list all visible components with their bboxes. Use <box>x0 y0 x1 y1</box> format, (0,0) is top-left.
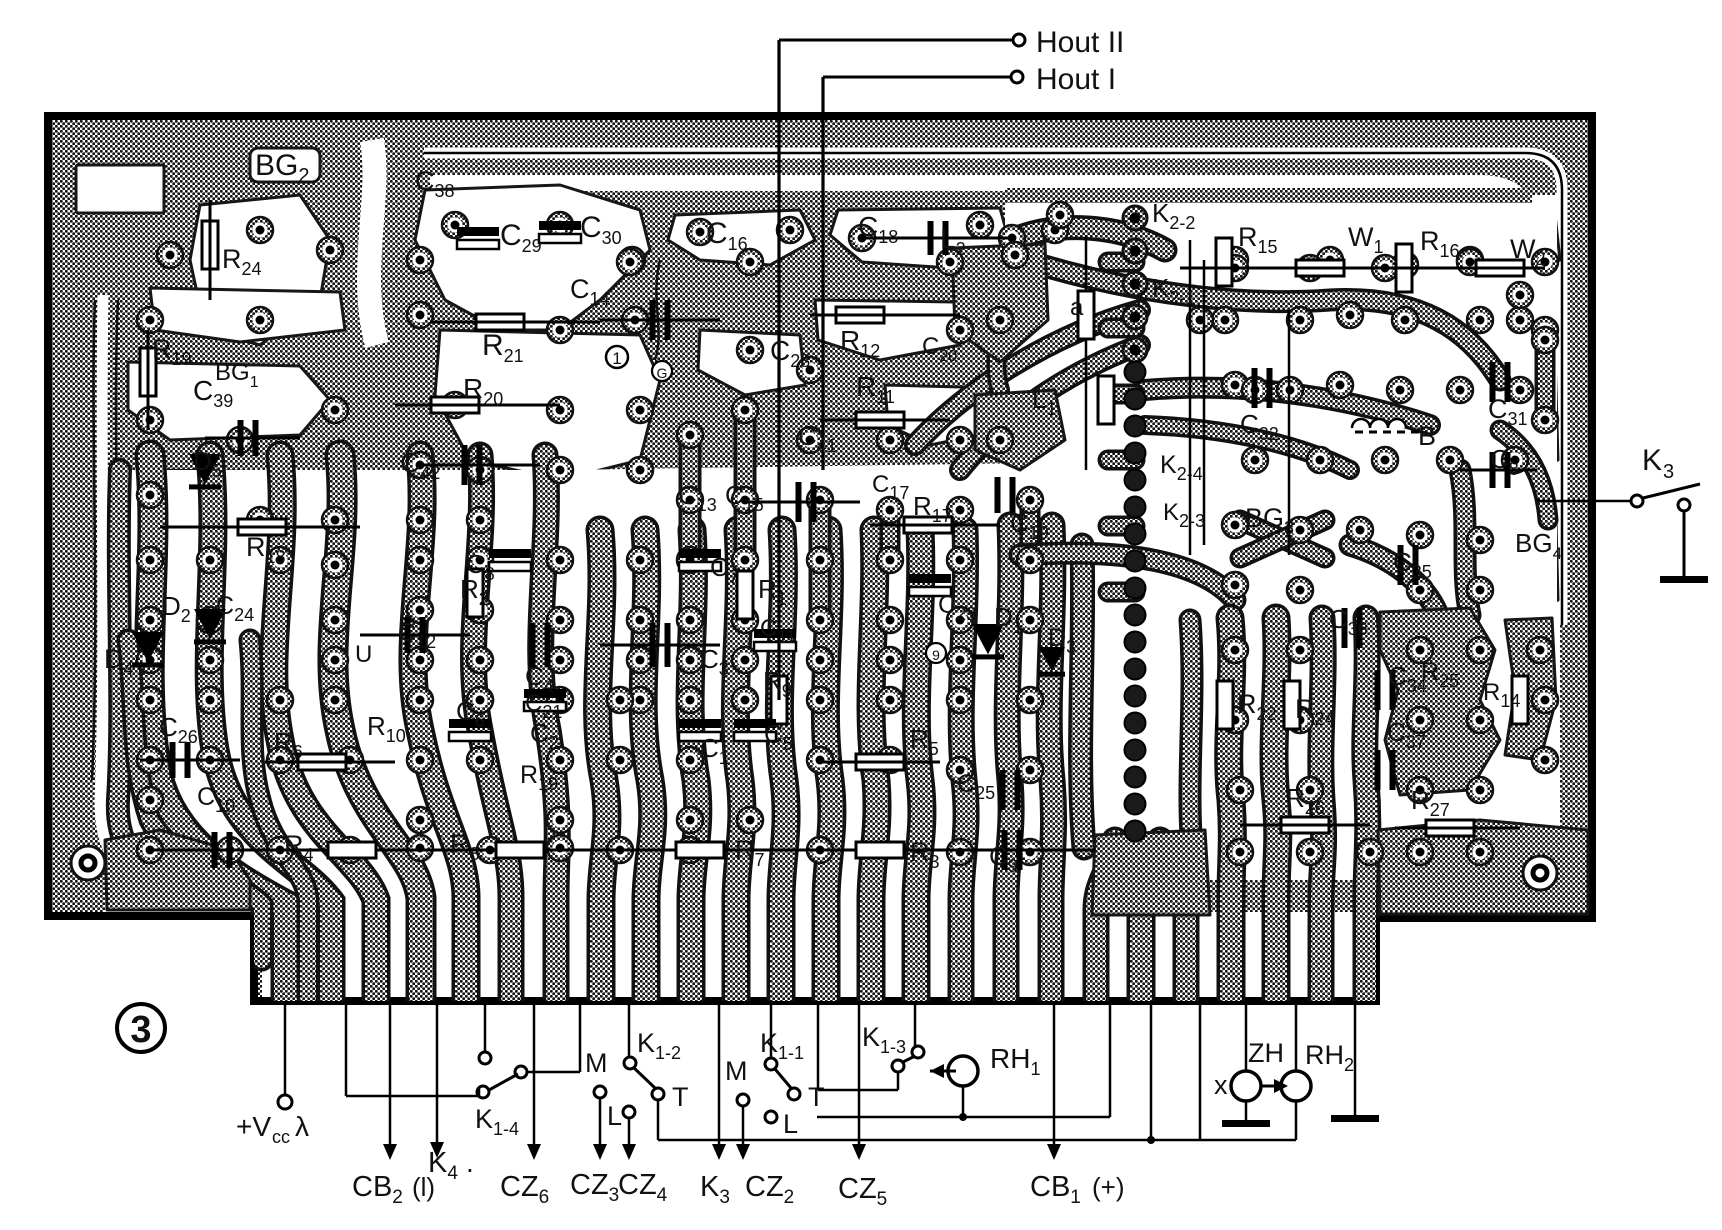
svg-text:CB2: CB2 <box>352 1171 403 1208</box>
svg-text:cc: cc <box>272 1127 290 1147</box>
svg-text:ZH: ZH <box>1248 1038 1284 1068</box>
svg-text:9: 9 <box>932 647 940 663</box>
svg-text:R9: R9 <box>763 666 792 701</box>
svg-text:D4: D4 <box>104 644 134 679</box>
svg-text:C28: C28 <box>770 335 810 371</box>
svg-text:C18: C18 <box>858 211 898 247</box>
svg-text:(l): (l) <box>412 1172 435 1202</box>
svg-text:3: 3 <box>130 1009 151 1051</box>
svg-text:3: 3 <box>1663 461 1674 483</box>
svg-text:λ: λ <box>295 1111 309 1142</box>
svg-text:K: K <box>1642 444 1662 477</box>
svg-text:T: T <box>672 1082 689 1112</box>
svg-text:G: G <box>657 365 668 381</box>
svg-text:+V: +V <box>236 1111 271 1142</box>
svg-text:CZ2: CZ2 <box>745 1171 794 1208</box>
svg-text:M: M <box>725 1056 748 1086</box>
svg-text:Hout I: Hout I <box>1036 63 1116 96</box>
svg-text:1: 1 <box>612 349 621 368</box>
svg-text:U: U <box>355 641 372 668</box>
svg-text:T: T <box>808 1082 825 1112</box>
svg-text:x: x <box>1214 1070 1228 1100</box>
svg-text:R21: R21 <box>482 329 524 366</box>
svg-text:B: B <box>1418 421 1436 451</box>
svg-text:K1-3: K1-3 <box>862 1022 906 1057</box>
svg-text:L: L <box>783 1109 798 1139</box>
svg-text:L: L <box>607 1101 622 1131</box>
svg-text:(+): (+) <box>1092 1172 1125 1202</box>
svg-text:a: a <box>1070 294 1084 321</box>
svg-text:R24: R24 <box>1295 694 1335 729</box>
svg-text:.: . <box>466 1147 474 1178</box>
svg-text:M: M <box>585 1048 608 1078</box>
svg-text:Hout II: Hout II <box>1036 26 1124 59</box>
svg-text:CZ3: CZ3 <box>570 1169 619 1206</box>
